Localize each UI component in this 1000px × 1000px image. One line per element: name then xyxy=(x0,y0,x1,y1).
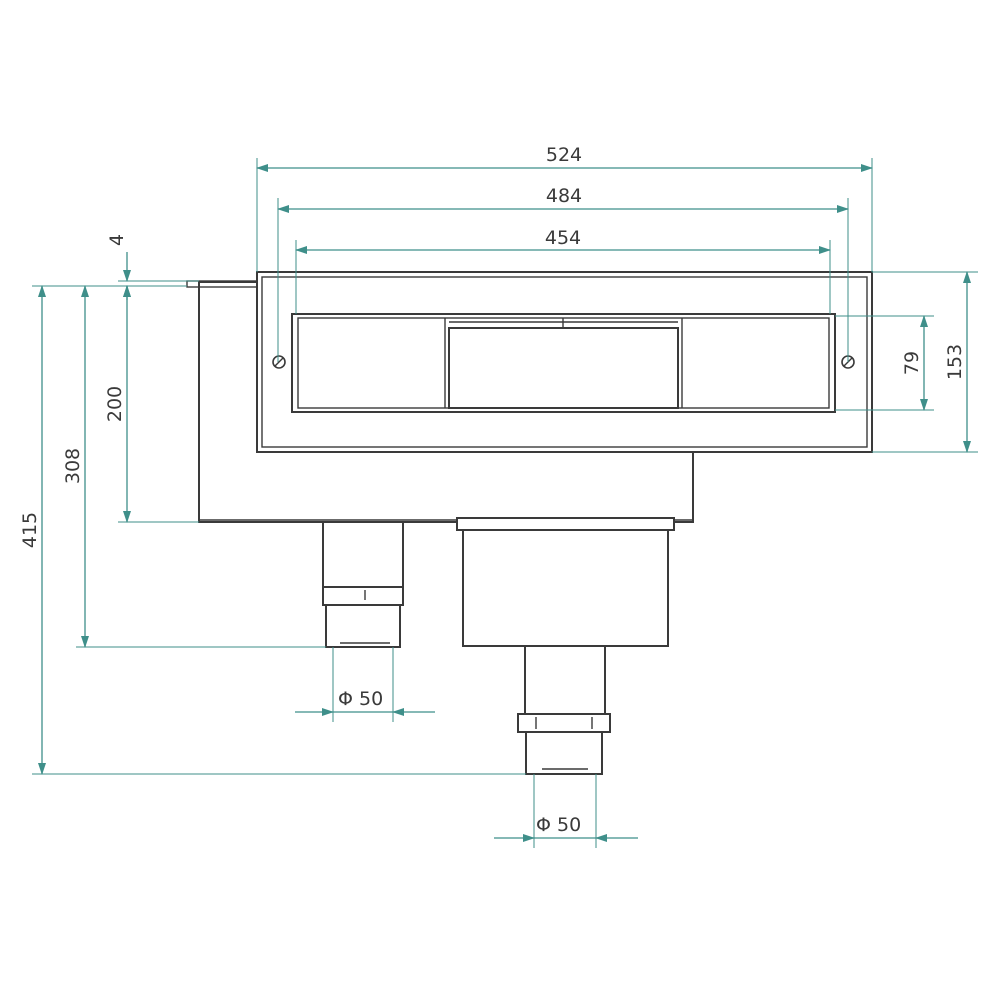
dimension-454-label: 454 xyxy=(545,227,581,249)
dimension-4: 4 xyxy=(106,234,131,300)
dimension-484: 484 xyxy=(277,185,849,213)
screw-left xyxy=(272,355,286,369)
dimension-79: 79 xyxy=(901,315,928,411)
weir-flap xyxy=(448,327,679,409)
bottom-outlet-pipe xyxy=(517,645,611,775)
dimension-side-outlet-diameter: Φ 50 xyxy=(295,688,435,716)
dimension-308-label: 308 xyxy=(62,448,84,484)
dimension-153-label: 153 xyxy=(944,344,966,380)
basket-housing xyxy=(456,517,675,647)
dimension-484-label: 484 xyxy=(546,185,582,207)
dimension-4-label: 4 xyxy=(106,234,128,246)
dimension-annotations: 524 484 454 4 200 308 4 xyxy=(19,144,978,848)
dimension-200: 200 xyxy=(104,285,131,523)
side-outlet-pipe xyxy=(322,521,404,648)
dimension-153: 153 xyxy=(944,271,971,453)
side-outlet-diameter-label: Φ 50 xyxy=(338,688,383,710)
dimension-454: 454 xyxy=(295,227,831,254)
dimension-bottom-outlet-diameter: Φ 50 xyxy=(494,814,638,842)
dimension-524-label: 524 xyxy=(546,144,582,166)
skimmer-part xyxy=(186,271,873,775)
bottom-outlet-diameter-label: Φ 50 xyxy=(536,814,581,836)
dimension-415-label: 415 xyxy=(19,512,41,548)
dimension-308: 308 xyxy=(62,285,89,648)
dimension-524: 524 xyxy=(256,144,873,172)
dimension-200-label: 200 xyxy=(104,386,126,422)
dimension-79-label: 79 xyxy=(901,351,923,375)
dimension-415: 415 xyxy=(19,285,46,775)
